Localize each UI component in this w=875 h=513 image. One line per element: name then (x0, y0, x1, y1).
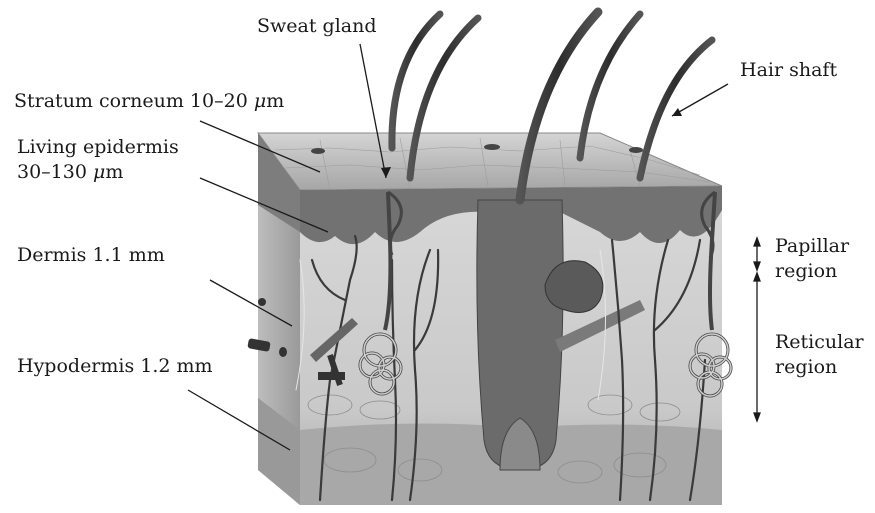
pore (484, 144, 500, 150)
label-hair-shaft-text: Hair shaft (740, 59, 837, 81)
papillar-arrowhead-top (754, 238, 760, 246)
label-hypodermis: Hypodermis 1.2 mm (17, 354, 213, 379)
label-sweat-gland: Sweat gland (257, 14, 377, 39)
pore (311, 148, 325, 154)
label-living-epidermis-line1: Living epidermis (17, 135, 179, 160)
label-papillar-line2: region (775, 259, 849, 284)
label-living-epidermis-m: m (105, 161, 123, 183)
label-dermis-text: Dermis 1.1 mm (17, 244, 165, 266)
label-reticular-line1: Reticular (775, 330, 864, 355)
label-stratum-corneum-text: Stratum corneum 10–20 (14, 90, 254, 112)
pore (629, 147, 643, 153)
label-papillar-line1: Papillar (775, 234, 849, 259)
label-reticular-line2: region (775, 355, 864, 380)
label-living-epidermis: Living epidermis 30–130 μm (17, 135, 179, 185)
reticular-arrowhead-bottom (754, 413, 760, 421)
label-sweat-gland-text: Sweat gland (257, 15, 377, 37)
label-living-epidermis-mu: μ (93, 161, 105, 183)
label-hypodermis-text: Hypodermis 1.2 mm (17, 355, 213, 377)
label-dermis: Dermis 1.1 mm (17, 243, 165, 268)
reticular-arrowhead-top (754, 273, 760, 281)
arrow-hair-shaft (672, 84, 728, 116)
label-stratum-corneum-m: m (266, 90, 284, 112)
papillar-arrowhead-bottom (754, 262, 760, 270)
label-living-epidermis-line2: 30–130 μm (17, 160, 179, 185)
region-arrows (754, 238, 760, 421)
label-living-epidermis-range: 30–130 (17, 161, 93, 183)
label-stratum-corneum-mu: μ (254, 90, 266, 112)
label-stratum-corneum: Stratum corneum 10–20 μm (14, 89, 284, 114)
label-hair-shaft: Hair shaft (740, 58, 837, 83)
label-reticular-region: Reticular region (775, 330, 864, 380)
label-papillar-region: Papillar region (775, 234, 849, 284)
